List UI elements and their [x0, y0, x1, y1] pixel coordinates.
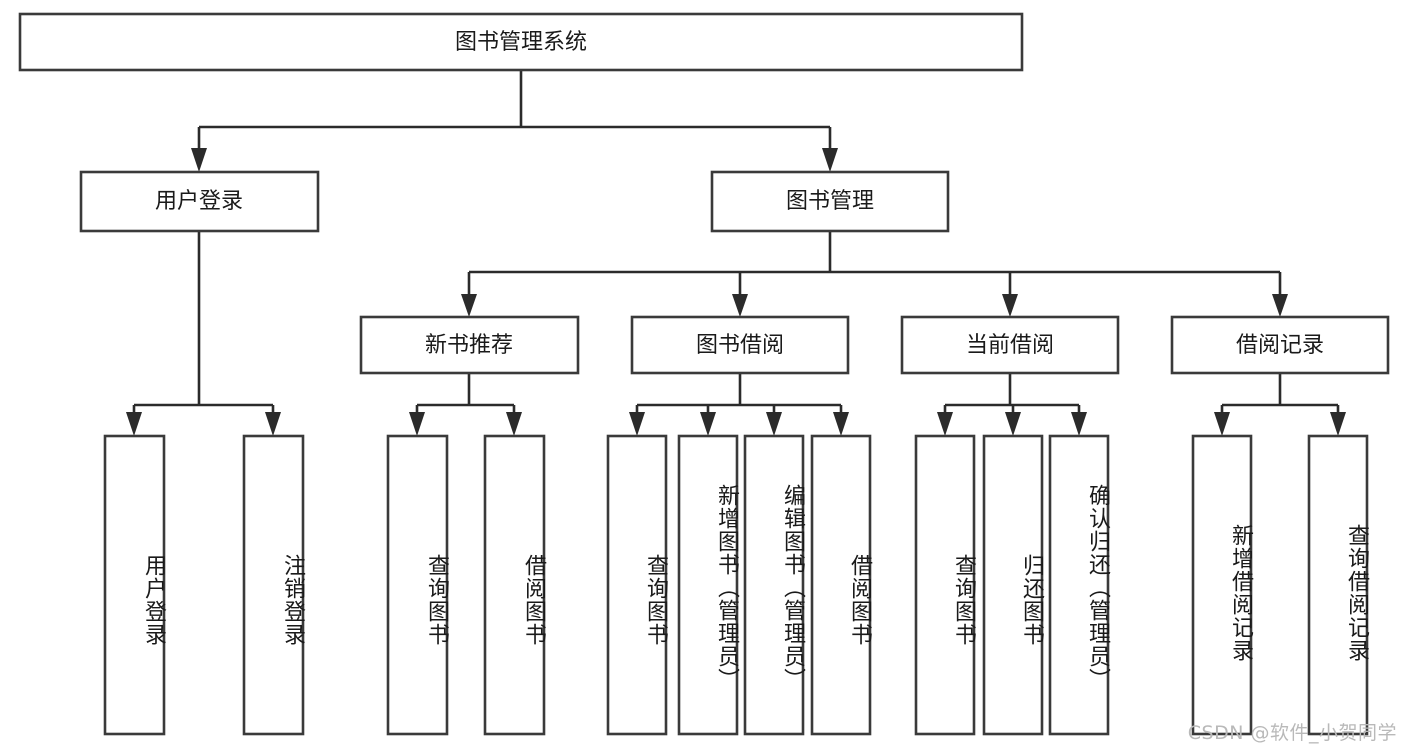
connector-group-bookmgmt	[461, 231, 1288, 317]
arrow-head-current	[1002, 294, 1018, 317]
node-leaf12-box[interactable]	[1191, 434, 1253, 736]
arrow-head-newbook	[461, 294, 477, 317]
node-root-label: 图书管理系统	[455, 30, 587, 55]
connector-group-borrow	[629, 373, 849, 436]
node-login[interactable]: 用户登录	[79, 170, 320, 233]
node-root[interactable]: 图书管理系统	[18, 12, 1024, 72]
arrow-head-borrow	[732, 294, 748, 317]
connector-group-current	[937, 373, 1087, 436]
arrow-head-leaf11	[1071, 412, 1087, 436]
node-bookmgmt[interactable]: 图书管理	[710, 170, 950, 233]
connector-group-root	[191, 70, 838, 172]
node-leaf9-box[interactable]	[914, 434, 976, 736]
node-borrow-box[interactable]	[630, 315, 850, 375]
arrow-head-login	[191, 148, 207, 172]
node-newbook-box[interactable]	[359, 315, 580, 375]
node-leaf13-box[interactable]	[1307, 434, 1369, 736]
node-leaf8-box[interactable]	[810, 434, 872, 736]
node-newbook-label: 新书推荐	[425, 333, 513, 358]
arrow-head-leaf8	[833, 412, 849, 436]
node-leaf2-box[interactable]	[242, 434, 305, 736]
connector-group-newbook	[409, 373, 522, 436]
arrow-head-leaf7	[766, 412, 782, 436]
node-root-box[interactable]	[18, 12, 1024, 72]
node-borrow-label: 图书借阅	[696, 333, 784, 358]
node-leaf1-box[interactable]	[103, 434, 166, 736]
arrow-head-leaf2	[265, 412, 281, 436]
arrow-head-leaf13	[1330, 412, 1346, 436]
arrow-head-leaf5	[629, 412, 645, 436]
arrow-head-leaf3	[409, 412, 425, 436]
arrow-head-bookmgmt	[822, 148, 838, 172]
arrow-head-leaf4	[506, 412, 522, 436]
node-leaf7-box[interactable]	[743, 434, 805, 736]
node-leaf11-box[interactable]	[1048, 434, 1110, 736]
node-login-box[interactable]	[79, 170, 320, 233]
node-current[interactable]: 当前借阅	[900, 315, 1120, 375]
node-leaf6-box[interactable]	[677, 434, 739, 736]
arrow-head-records	[1272, 294, 1288, 317]
node-records-label: 借阅记录	[1236, 333, 1324, 358]
arrow-head-leaf9	[937, 412, 953, 436]
node-records[interactable]: 借阅记录	[1170, 315, 1390, 375]
watermark-text: CSDN @软件_小贺同学	[1187, 722, 1397, 744]
leaf-boxes	[103, 434, 1369, 736]
arrow-head-leaf6	[700, 412, 716, 436]
arrow-head-leaf12	[1214, 412, 1230, 436]
node-login-label: 用户登录	[155, 189, 243, 214]
node-borrow[interactable]: 图书借阅	[630, 315, 850, 375]
arrow-head-leaf10	[1005, 412, 1021, 436]
connector-group-login	[126, 231, 281, 436]
node-leaf10-box[interactable]	[982, 434, 1044, 736]
node-bookmgmt-label: 图书管理	[786, 189, 874, 214]
node-leaf5-box[interactable]	[606, 434, 668, 736]
node-leaf4-box[interactable]	[483, 434, 546, 736]
node-bookmgmt-box[interactable]	[710, 170, 950, 233]
node-records-box[interactable]	[1170, 315, 1390, 375]
arrow-head-leaf1	[126, 412, 142, 436]
node-current-box[interactable]	[900, 315, 1120, 375]
node-current-label: 当前借阅	[966, 333, 1054, 358]
node-newbook[interactable]: 新书推荐	[359, 315, 580, 375]
node-leaf3-box[interactable]	[386, 434, 449, 736]
connector-group-records	[1214, 373, 1346, 436]
